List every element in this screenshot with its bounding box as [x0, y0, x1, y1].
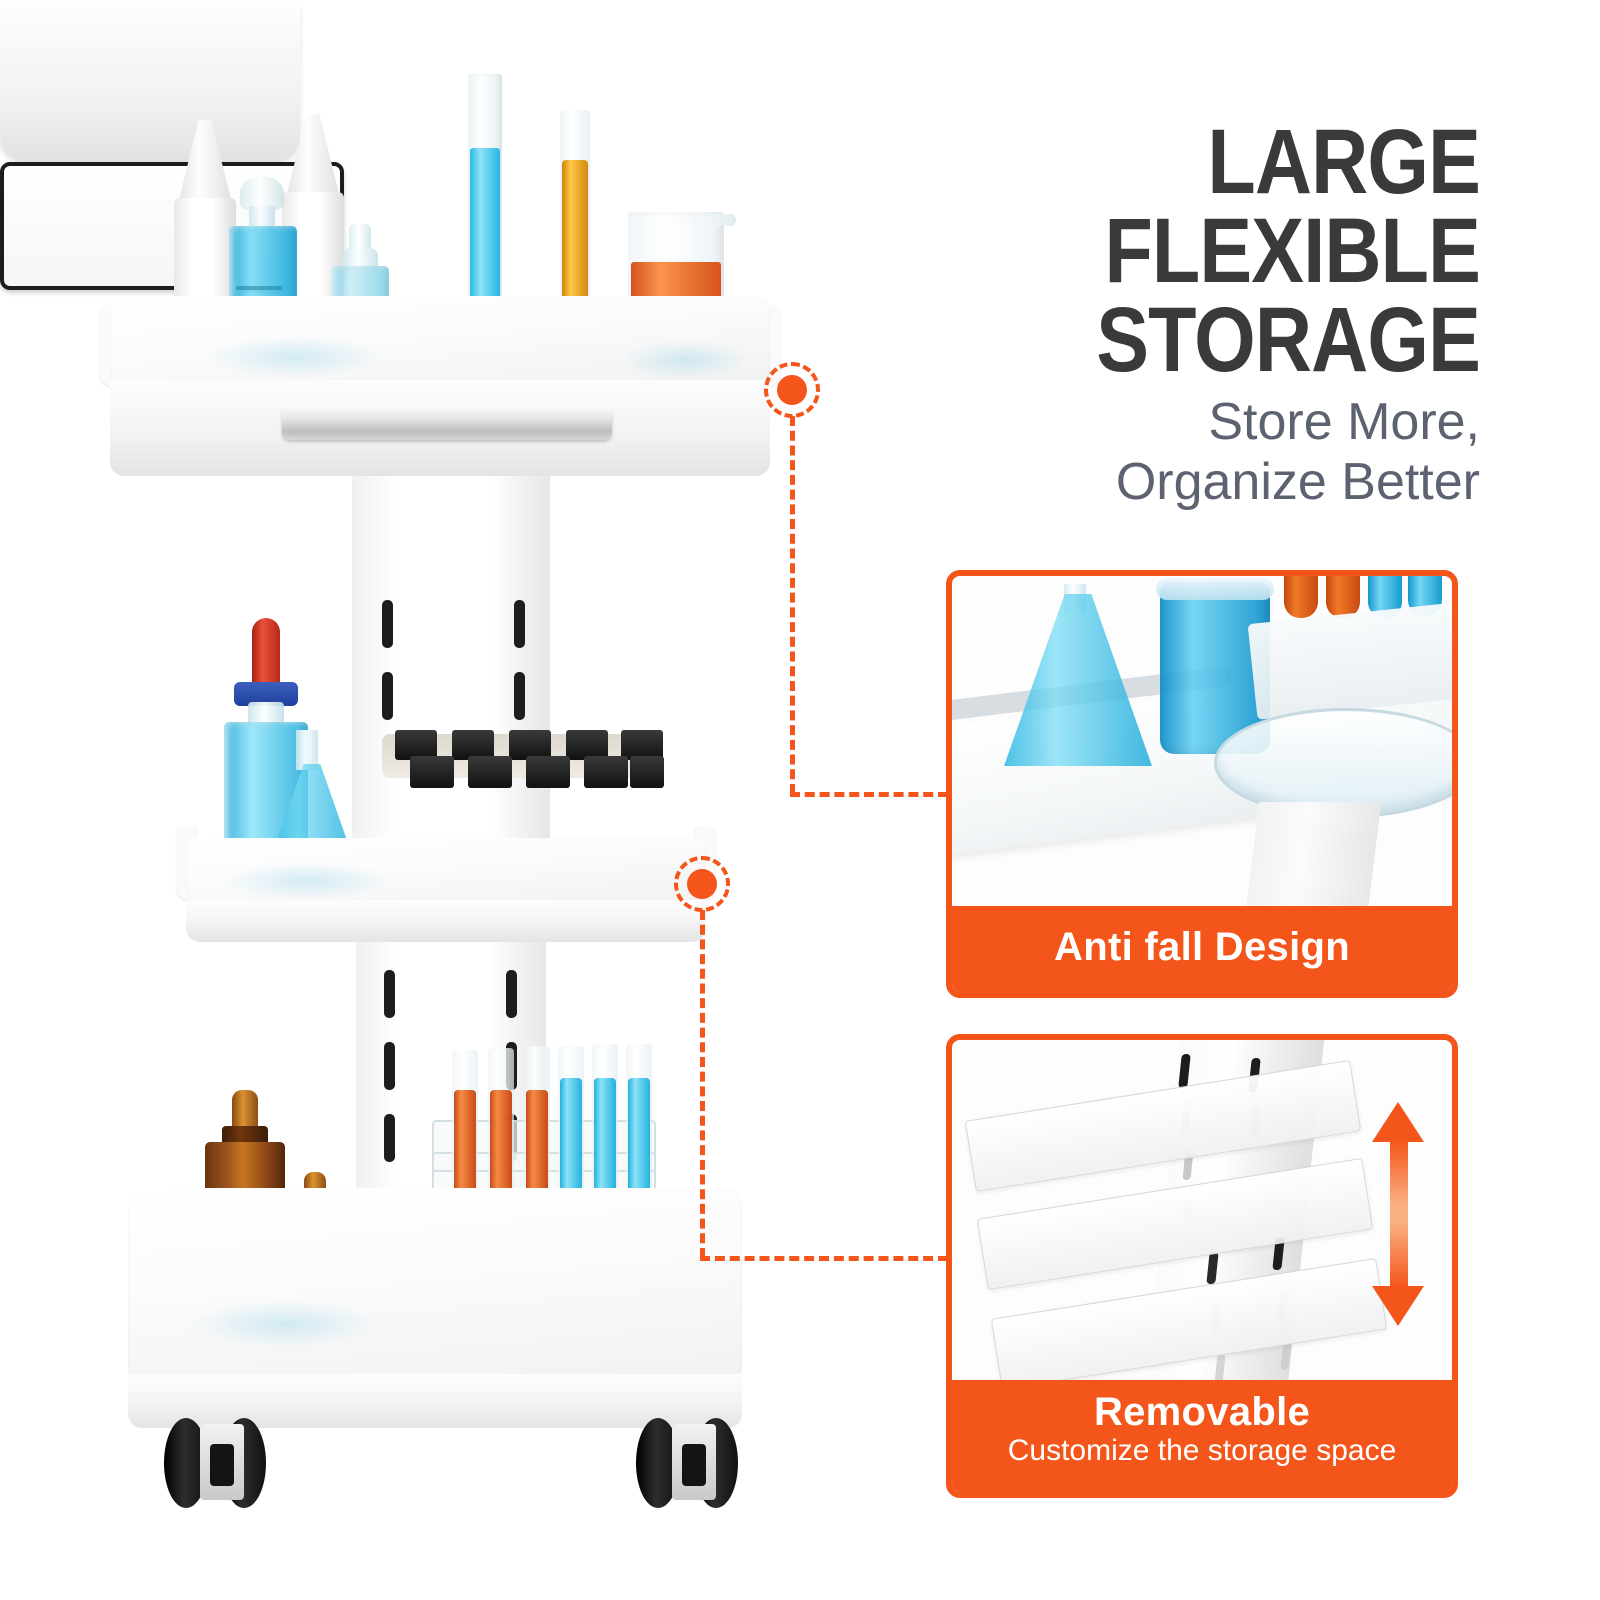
caster-wheel-right [636, 1418, 752, 1510]
flask-neck [296, 730, 318, 770]
panel-subtitle: Customize the storage space [1007, 1434, 1397, 1467]
vial-cap [395, 730, 437, 760]
callout-line-horizontal [700, 1256, 948, 1261]
panel-caption-removable: Removable Customize the storage space [952, 1380, 1452, 1492]
photo-test-tube-orange [1326, 576, 1360, 618]
shelf-front-face [128, 1374, 742, 1428]
vial-cap [526, 756, 570, 788]
headline-line-1: LARGE FLEXIBLE [1104, 111, 1480, 303]
column-slot [382, 600, 393, 648]
beaker-spout [716, 214, 736, 226]
shelf-top-surface [128, 1188, 742, 1386]
arrow-stem [1390, 1140, 1408, 1288]
shelf-front-face [186, 900, 706, 942]
panel-title: Anti fall Design [1054, 925, 1350, 969]
shelf-middle [177, 824, 715, 942]
photo-tube-rack [1247, 600, 1452, 720]
callout-line-vertical [790, 416, 795, 794]
vial-cap [509, 730, 551, 760]
panel-photo-removable [952, 1040, 1452, 1386]
graduated-cylinder-liquid [470, 148, 500, 322]
reagent-bottle-stopper [240, 176, 284, 210]
vial-cap [584, 756, 628, 788]
page-title: LARGE FLEXIBLE STORAGE [861, 111, 1481, 392]
dropper-bulb-red [252, 618, 280, 690]
vial-cap [410, 756, 454, 788]
column-slot [506, 970, 517, 1018]
shelf-top-surface [186, 838, 706, 906]
reagent-bottle-neck [342, 248, 378, 270]
callout-line-vertical [700, 910, 705, 1258]
caster-brake [210, 1444, 234, 1486]
panel-title: Removable [1093, 1390, 1311, 1434]
vial-cap [452, 730, 494, 760]
product-illustration [0, 0, 770, 1510]
amber-bottle-stopper [232, 1090, 258, 1132]
cart-handle[interactable] [282, 406, 612, 440]
shelf-reflection [190, 1300, 380, 1348]
callout-panel-removable[interactable]: Removable Customize the storage space [946, 1034, 1458, 1498]
callout-dot-removable [674, 856, 730, 912]
vial-cap [621, 730, 663, 760]
shelf-reflection [222, 862, 392, 900]
column-slot [382, 672, 393, 720]
photo-beaker-rim [1156, 578, 1274, 600]
shelf-reflection [620, 340, 750, 380]
column-slot [514, 600, 525, 648]
shelf-bottom [128, 1188, 742, 1428]
column-slot [514, 672, 525, 720]
photo-test-tube-orange [1284, 576, 1318, 618]
callout-line-horizontal [790, 792, 948, 797]
photo-petri-dish [1214, 708, 1452, 818]
panel-caption-anti-fall: Anti fall Design [952, 906, 1452, 992]
caster-wheel-left [164, 1418, 280, 1510]
vial-cap [566, 730, 608, 760]
caster-brake [682, 1444, 706, 1486]
arrow-down-icon [1372, 1286, 1424, 1326]
reagent-bottle-stopper [349, 224, 371, 252]
subhead-line-2: Organize Better [1115, 453, 1480, 512]
callout-dot-anti-fall [764, 362, 820, 418]
headline-line-2: STORAGE [1096, 289, 1481, 392]
column-slot [384, 1114, 395, 1162]
white-storage-bin [0, 0, 300, 162]
callout-panel-anti-fall[interactable]: Anti fall Design [946, 570, 1458, 998]
column-slot [384, 970, 395, 1018]
shelf-reflection [205, 336, 385, 378]
panel-photo-anti-fall [952, 576, 1452, 912]
vial-cap [630, 756, 664, 788]
vial-cap [468, 756, 512, 788]
page-subtitle: Store More, Organize Better [860, 392, 1480, 513]
column-slot [384, 1042, 395, 1090]
photo-column [1244, 802, 1382, 912]
subhead-line-1: Store More, [1208, 393, 1480, 451]
arrow-up-icon [1372, 1102, 1424, 1142]
shelf-top-surface [110, 296, 770, 388]
